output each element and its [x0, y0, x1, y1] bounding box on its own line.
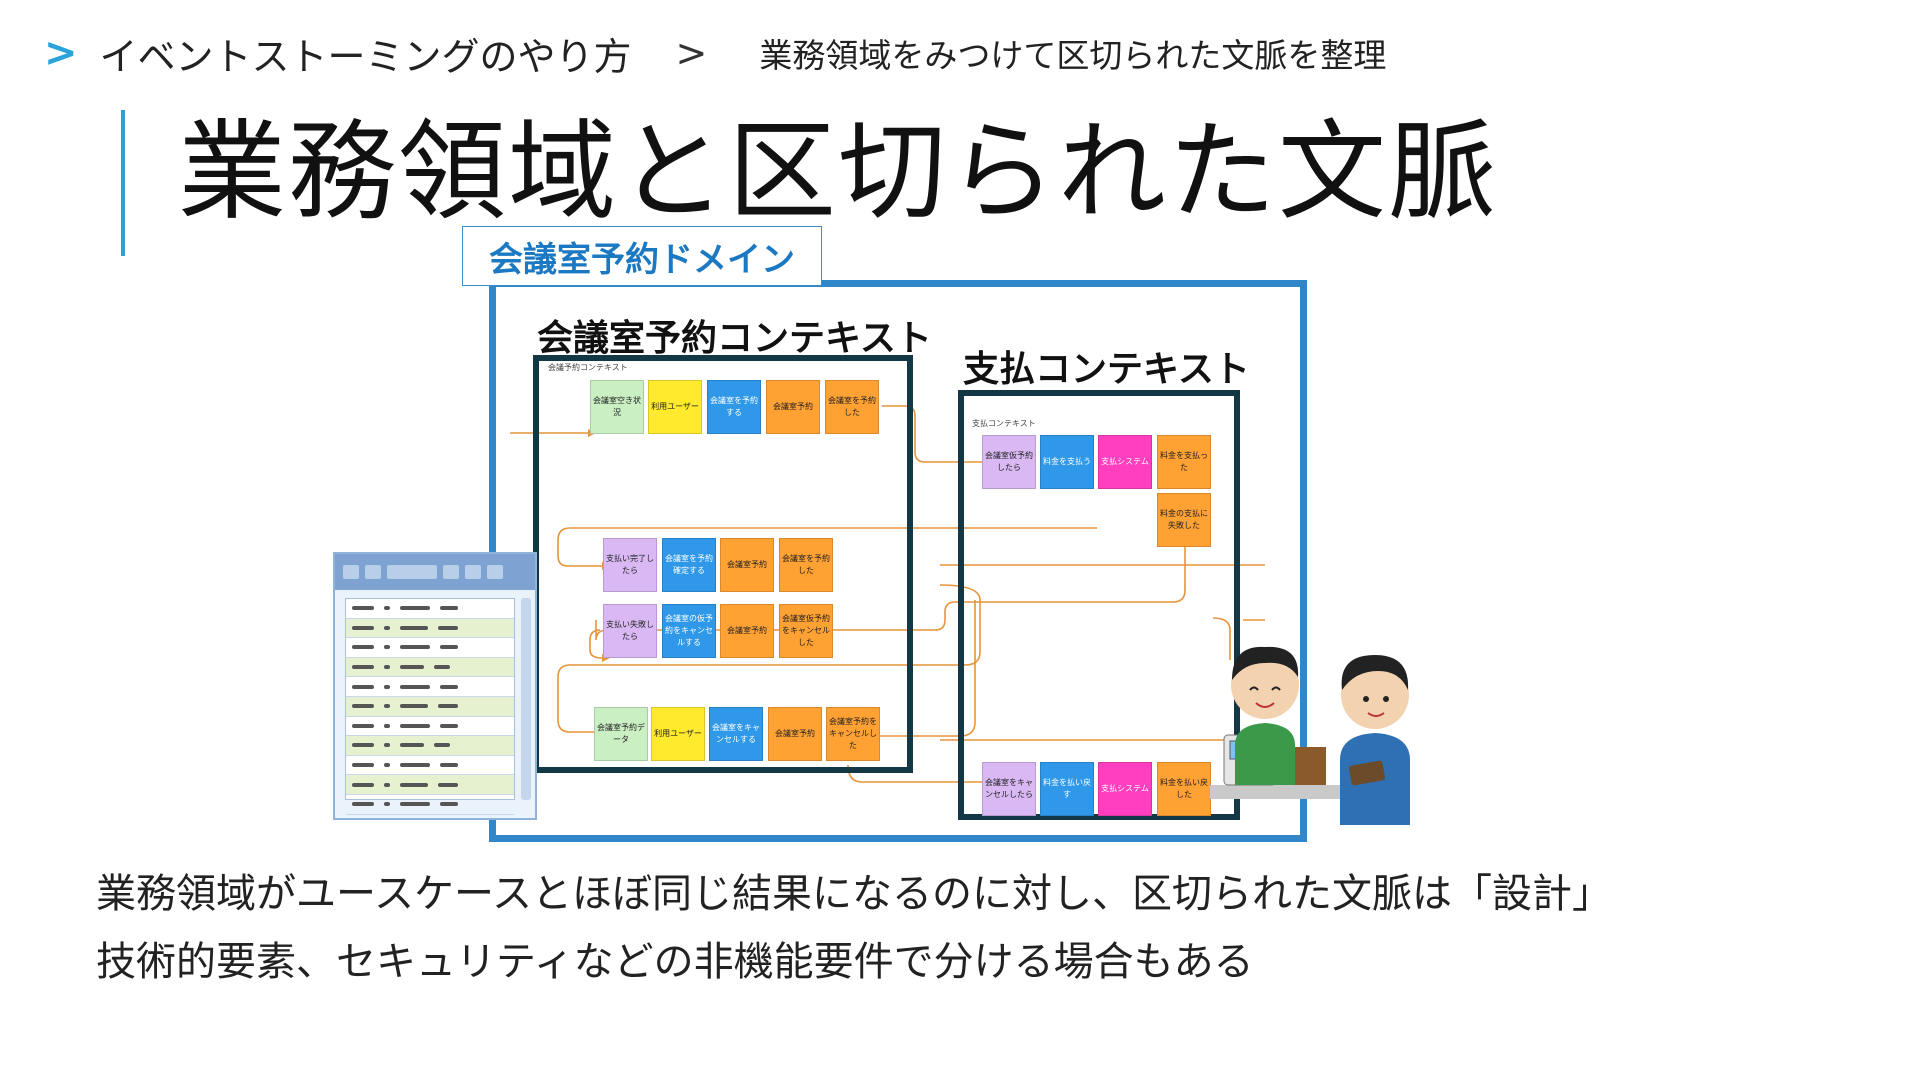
- sheet-row: [346, 775, 514, 795]
- breadcrumb-section: イベントストーミングのやり方: [99, 34, 632, 79]
- sticky-note: 料金を払い戻した: [1157, 762, 1211, 816]
- counter: [1210, 785, 1350, 799]
- customer-hair: [1341, 655, 1409, 690]
- customer-eye: [1363, 696, 1369, 702]
- sticky-note: 会議室を予約確定する: [662, 538, 716, 592]
- description: 業務領域がユースケースとほぼ同じ結果になるのに対し、区切られた文脈は「設計」 技…: [96, 860, 1612, 996]
- sticky-note: 会議室をキャンセルする: [709, 707, 763, 761]
- flow-line: [557, 584, 981, 733]
- customer-head: [1341, 661, 1409, 729]
- flow-line: [589, 629, 603, 659]
- title-accent-bar: [121, 110, 125, 256]
- spreadsheet-grid: [345, 598, 515, 815]
- toolbar-tab: [487, 565, 503, 579]
- sticky-note: 会議室予約: [720, 604, 774, 658]
- sheet-row: [346, 756, 514, 776]
- sticky-note: 会議室をキャンセルしたら: [982, 762, 1036, 816]
- cashier-body: [1235, 723, 1295, 785]
- spreadsheet-toolbar: [335, 554, 535, 590]
- toolbar-tab: [387, 565, 437, 579]
- context1-small-label: 会議予約コンテキスト: [548, 363, 628, 372]
- sticky-note: 料金を支払った: [1157, 435, 1211, 489]
- sticky-note: 会議室仮予約をキャンセルした: [779, 604, 833, 658]
- sticky-note: 料金の支払に失敗した: [1157, 493, 1211, 547]
- chevron-right-icon: >: [44, 30, 78, 76]
- sheet-row: [346, 618, 514, 639]
- sticky-note: 料金を払い戻す: [1040, 762, 1094, 816]
- customer-eye: [1383, 696, 1389, 702]
- description-line1: 業務領域がユースケースとほぼ同じ結果になるのに対し、区切られた文脈は「設計」: [96, 871, 1612, 917]
- sticky-note: 会議室予約: [720, 538, 774, 592]
- flow-line: [1212, 617, 1231, 660]
- sheet-row: [346, 657, 514, 678]
- context2-small-label: 支払コンテキスト: [972, 419, 1036, 428]
- page-title: 業務領域と区切られた文脈: [178, 110, 1499, 235]
- sticky-note: 会議室予約データ: [594, 707, 648, 761]
- toolbar-tab: [465, 565, 481, 579]
- sheet-row: [346, 599, 514, 619]
- context1-title: 会議室予約コンテキスト: [537, 318, 932, 359]
- sticky-note: 利用ユーザー: [651, 707, 705, 761]
- breadcrumb: > イベントストーミングのやり方 > 業務領域をみつけて区切られた文脈を整理: [44, 28, 1387, 79]
- spreadsheet-illustration: [333, 552, 537, 820]
- flow-line: [595, 545, 1186, 641]
- sheet-row: [346, 638, 514, 658]
- context2-title: 支払コンテキスト: [963, 349, 1250, 390]
- sticky-note: 支払い完了したら: [603, 538, 657, 592]
- cashier-hair: [1232, 646, 1299, 680]
- spreadsheet-scrollbar: [521, 598, 531, 800]
- sticky-note: 会議室予約: [766, 380, 820, 434]
- sheet-row: [346, 717, 514, 737]
- cashier-customer-illustration: [1210, 646, 1410, 825]
- sticky-note: 支払システム: [1098, 762, 1152, 816]
- sheet-row: [346, 736, 514, 756]
- sticky-note: 料金を支払う: [1040, 435, 1094, 489]
- breadcrumb-topic: 業務領域をみつけて区切られた文脈を整理: [759, 36, 1387, 75]
- cashier-head: [1231, 651, 1299, 719]
- sticky-note: 会議室予約をキャンセルした: [826, 707, 880, 761]
- sticky-note: 利用ユーザー: [648, 380, 702, 434]
- sticky-note: 会議室予約: [768, 707, 822, 761]
- description-line2: 技術的要素、セキュリティなどの非機能要件で分ける場合もある: [96, 939, 1254, 985]
- sticky-note: 会議室を予約した: [825, 380, 879, 434]
- flow-line: [557, 527, 1097, 567]
- sheet-row: [346, 696, 514, 717]
- wallet: [1348, 760, 1386, 786]
- toolbar-tab: [365, 565, 381, 579]
- toolbar-tab: [443, 565, 459, 579]
- cashier-eyes: [1249, 686, 1281, 691]
- breadcrumb-separator: >: [675, 31, 708, 75]
- sticky-note: 支払い失敗したら: [603, 604, 657, 658]
- toolbar-tab: [343, 565, 359, 579]
- customer-mouth: [1367, 712, 1385, 717]
- sticky-note: 支払システム: [1098, 435, 1152, 489]
- sticky-note: 会議室空き状況: [590, 380, 644, 434]
- cashier-mouth: [1255, 702, 1275, 708]
- sticky-note: 会議室の仮予約をキャンセルする: [662, 604, 716, 658]
- sheet-row: [346, 677, 514, 697]
- sticky-note: 会議室仮予約したら: [982, 435, 1036, 489]
- sheet-row: [346, 795, 514, 815]
- domain-label: 会議室予約ドメイン: [462, 226, 822, 286]
- sticky-note: 会議室を予約した: [779, 538, 833, 592]
- context2-boundary: [958, 390, 1240, 820]
- sticky-note: 会議室を予約する: [707, 380, 761, 434]
